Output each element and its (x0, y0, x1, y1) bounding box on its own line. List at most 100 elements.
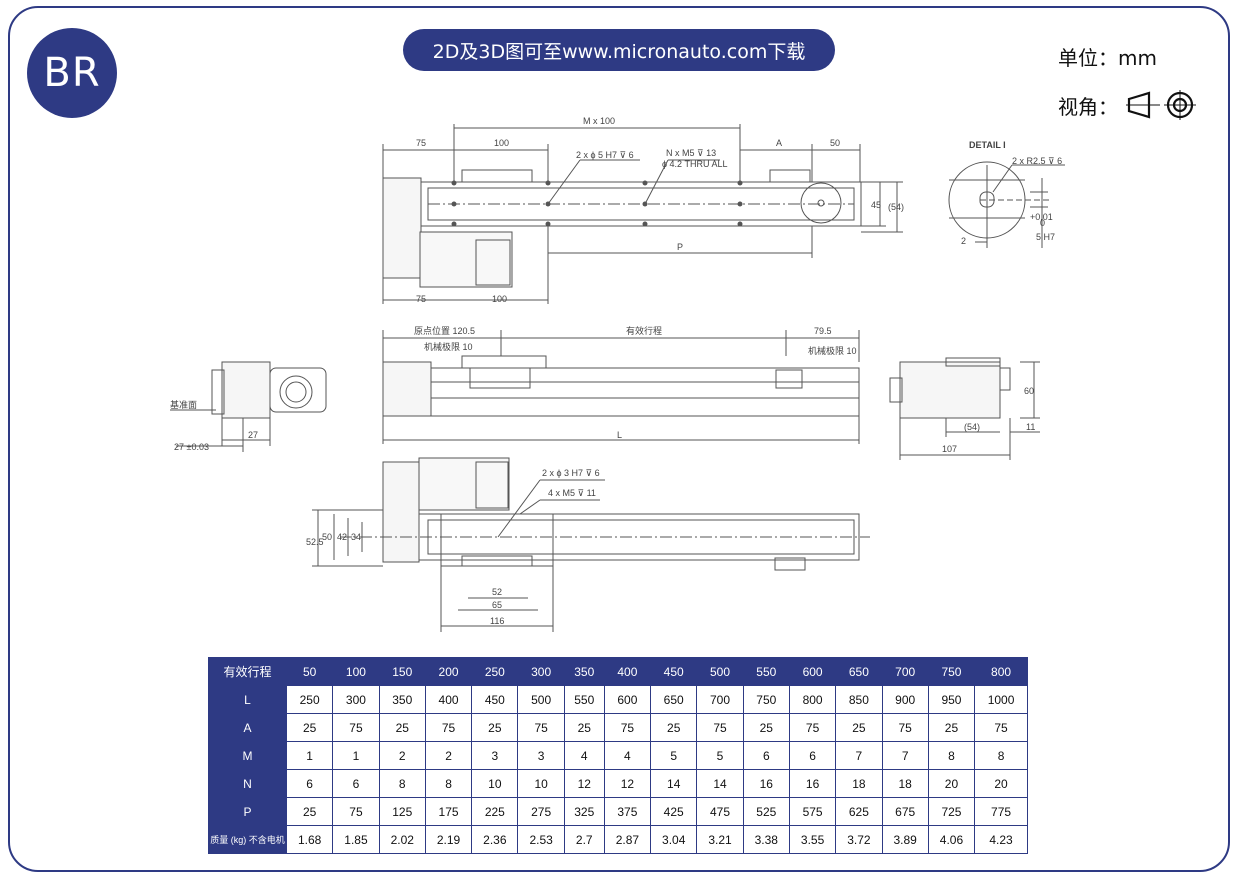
table-header-cell: 150 (378, 657, 426, 686)
table-cell: 4 (563, 741, 605, 770)
callout-bottom-thread: 4 x M5 ⊽ 11 (548, 488, 596, 498)
table-cell: 25 (927, 713, 976, 742)
dim-52: 52 (492, 587, 502, 597)
table-row-label: M (208, 741, 287, 770)
table-cell: 900 (881, 685, 929, 714)
detail-view (948, 161, 1065, 248)
table-row-label: 质量 (kg) 不含电机 (208, 825, 287, 854)
table-row-label: N (208, 769, 287, 798)
table-cell: 7 (835, 741, 883, 770)
dim-mx100: M x 100 (583, 116, 615, 126)
table-cell: 3.89 (881, 825, 929, 854)
table-header-cell: 750 (927, 657, 976, 686)
table-cell: 350 (378, 685, 426, 714)
table-header-label: 有效行程 (208, 657, 287, 686)
table-cell: 2 (424, 741, 473, 770)
detail-callout: 2 x R2.5 ⊽ 6 (1012, 156, 1062, 166)
table-cell: 8 (974, 741, 1028, 770)
table-header-cell: 400 (603, 657, 652, 686)
table-cell: 375 (603, 797, 652, 826)
dim-50-top: 50 (830, 138, 840, 148)
ref-face-label: 基准面 (170, 399, 197, 410)
table-header-cell: 250 (471, 657, 519, 686)
dim-mech-limit-left: 机械极限 10 (424, 341, 473, 352)
table-cell: 14 (696, 769, 744, 798)
table-cell: 5 (650, 741, 698, 770)
table-cell: 575 (788, 797, 837, 826)
table-cell: 750 (742, 685, 790, 714)
dim-75-bottom: 75 (416, 294, 426, 304)
table-cell: 550 (563, 685, 605, 714)
third-angle-projection-icon (1126, 90, 1196, 120)
table-cell: 20 (927, 769, 976, 798)
table-cell: 2.02 (378, 825, 426, 854)
table-cell: 25 (742, 713, 790, 742)
table-cell: 775 (974, 797, 1028, 826)
table-cell: 1.85 (332, 825, 380, 854)
dim-116: 116 (490, 616, 504, 626)
table-header-cell: 600 (788, 657, 837, 686)
table-cell: 25 (650, 713, 698, 742)
dim-65: 65 (492, 600, 502, 610)
table-header-cell: 550 (742, 657, 790, 686)
table-cell: 1000 (974, 685, 1028, 714)
table-cell: 16 (788, 769, 837, 798)
table-cell: 2.36 (471, 825, 519, 854)
table-cell: 8 (378, 769, 426, 798)
detail-tol: +0.01 (1030, 212, 1053, 222)
table-cell: 2.87 (603, 825, 652, 854)
table-cell: 12 (563, 769, 605, 798)
dim-45: 45 (871, 200, 881, 210)
table-cell: 850 (835, 685, 883, 714)
projection-view: 视角： (1058, 90, 1204, 120)
table-header-cell: 100 (332, 657, 380, 686)
table-cell: 1 (285, 741, 334, 770)
left-end-view (170, 361, 327, 452)
table-cell: 2 (378, 741, 426, 770)
dim-50-side: 50 (322, 532, 332, 542)
dim-60: 60 (1024, 386, 1034, 396)
table-cell: 7 (881, 741, 929, 770)
dim-42: 42 (337, 532, 347, 542)
table-row-label: P (208, 797, 287, 826)
detail-tol-zero: 0 (1040, 218, 1045, 228)
table-cell: 75 (974, 713, 1028, 742)
table-cell: 525 (742, 797, 790, 826)
dim-27: 27 (248, 430, 258, 440)
dim-100-bottom: 100 (492, 294, 507, 304)
table-cell: 650 (650, 685, 698, 714)
dim-107: 107 (942, 444, 957, 454)
table-header-cell: 50 (285, 657, 334, 686)
table-cell: 25 (471, 713, 519, 742)
bottom-view (312, 457, 870, 632)
dim-34: 34 (351, 532, 361, 542)
callout-dowel-holes: 2 x ϕ 5 H7 ⊽ 6 (576, 150, 634, 160)
table-cell: 1 (332, 741, 380, 770)
table-header-cell: 350 (563, 657, 605, 686)
dim-79-5: 79.5 (814, 326, 832, 336)
table-cell: 75 (696, 713, 744, 742)
dim-l: L (617, 430, 622, 440)
table-cell: 2.53 (517, 825, 565, 854)
table-cell: 18 (881, 769, 929, 798)
table-cell: 6 (285, 769, 334, 798)
table-cell: 675 (881, 797, 929, 826)
table-cell: 175 (424, 797, 473, 826)
table-cell: 700 (696, 685, 744, 714)
table-cell: 250 (285, 685, 334, 714)
dim-100-top: 100 (494, 138, 509, 148)
table-cell: 225 (471, 797, 519, 826)
table-cell: 25 (285, 797, 334, 826)
download-link[interactable]: 2D及3D图可至www.micronauto.com下载 (403, 29, 835, 71)
table-cell: 3.38 (742, 825, 790, 854)
table-header-cell: 450 (650, 657, 698, 686)
table-cell: 600 (603, 685, 652, 714)
table-cell: 12 (603, 769, 652, 798)
table-header-cell: 800 (974, 657, 1028, 686)
